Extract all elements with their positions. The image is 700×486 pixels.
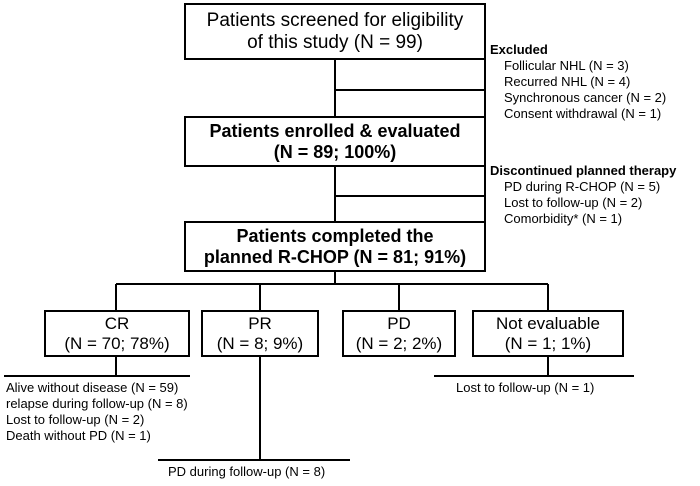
screened-box: Patients screened for eligibility of thi… (184, 3, 486, 60)
cr-outcome-item: Lost to follow-up (N = 2) (6, 412, 145, 427)
pr-outcome: PD during follow-up (N = 8) (168, 464, 325, 480)
not-evaluable-count: (N = 1; 1%) (504, 333, 592, 353)
excluded-list: Excluded Follicular NHL (N = 3) Recurred… (490, 42, 666, 122)
screened-line2: of this study (N = 99) (247, 31, 423, 53)
completed-line2: planned R-CHOP (N = 81; 91%) (203, 246, 467, 267)
ne-outcome: Lost to follow-up (N = 1) (456, 380, 594, 396)
enrolled-line1: Patients enrolled & evaluated (209, 121, 461, 142)
discontinued-list: Discontinued planned therapy PD during R… (490, 163, 676, 227)
cr-box: CR (N = 70; 78%) (44, 310, 190, 357)
cr-outcomes: Alive without disease (N = 59) relapse d… (6, 380, 188, 444)
pr-label: PR (248, 314, 272, 334)
discontinued-heading: Discontinued planned therapy (490, 163, 677, 178)
not-evaluable-label: Not evaluable (496, 314, 600, 334)
completed-line1: Patients completed the (236, 226, 434, 247)
cr-count: (N = 70; 78%) (64, 333, 170, 353)
cr-outcome-item: relapse during follow-up (N = 8) (6, 396, 188, 411)
pd-label: PD (387, 314, 411, 334)
pd-box: PD (N = 2; 2%) (342, 310, 456, 357)
discontinued-item: Lost to follow-up (N = 2) (504, 195, 643, 210)
cr-outcome-item: Alive without disease (N = 59) (6, 380, 179, 395)
excluded-item: Synchronous cancer (N = 2) (504, 90, 667, 105)
enrolled-line2: (N = 89; 100%) (273, 141, 397, 162)
screened-line1: Patients screened for eligibility (206, 10, 464, 32)
excluded-heading: Excluded (490, 42, 548, 57)
completed-box: Patients completed the planned R-CHOP (N… (184, 221, 486, 272)
pr-box: PR (N = 8; 9%) (201, 310, 319, 357)
ne-outcome-item: Lost to follow-up (N = 1) (456, 380, 595, 395)
cr-label: CR (104, 314, 130, 334)
discontinued-item: PD during R-CHOP (N = 5) (504, 179, 661, 194)
cr-outcome-item: Death without PD (N = 1) (6, 428, 151, 443)
pr-outcome-item: PD during follow-up (N = 8) (168, 464, 326, 479)
pr-count: (N = 8; 9%) (216, 333, 304, 353)
not-evaluable-box: Not evaluable (N = 1; 1%) (472, 310, 624, 357)
discontinued-item: Comorbidity* (N = 1) (504, 211, 623, 226)
enrolled-box: Patients enrolled & evaluated (N = 89; 1… (184, 116, 486, 167)
pd-count: (N = 2; 2%) (355, 333, 443, 353)
excluded-item: Recurred NHL (N = 4) (504, 74, 631, 89)
excluded-item: Consent withdrawal (N = 1) (504, 106, 662, 121)
excluded-item: Follicular NHL (N = 3) (504, 58, 629, 73)
